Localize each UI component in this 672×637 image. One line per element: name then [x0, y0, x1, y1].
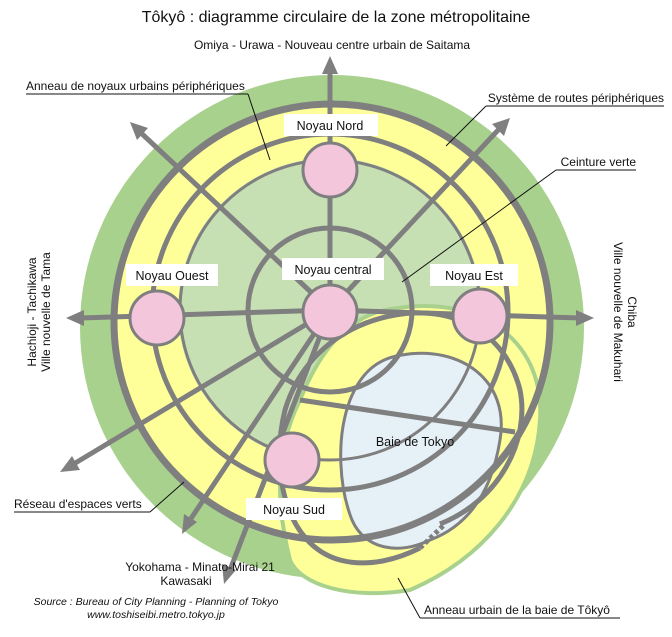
- direction-east-2: Ville nouvelle de Makuhari: [611, 242, 625, 382]
- core-east-label: Noyau Est: [445, 269, 503, 283]
- callout-ring-roads: Système de routes périphériques: [488, 91, 664, 105]
- direction-west-1: Hachioji - Tachikawa: [25, 257, 39, 366]
- core-south: [263, 431, 321, 489]
- core-east: [451, 287, 509, 345]
- direction-south-2: Kawasaki: [160, 574, 211, 588]
- direction-south-1: Yokohama - Minato-Mirai 21: [125, 560, 275, 574]
- callout-bay-ring: Anneau urbain de la baie de Tôkyô: [424, 603, 610, 617]
- direction-west-2: Ville nouvelle de Tama: [39, 252, 53, 372]
- callout-ring-cores: Anneau de noyaux urbains périphériques: [26, 79, 245, 93]
- core-north: [301, 141, 359, 199]
- callout-green-belt: Ceinture verte: [561, 155, 637, 169]
- core-west: [128, 289, 186, 347]
- leader-lines: [14, 93, 664, 619]
- callout-green-network: Réseau d'espaces verts: [14, 497, 142, 511]
- core-north-box: [284, 114, 378, 136]
- core-west-label: Noyau Ouest: [136, 269, 209, 283]
- core-south-label: Noyau Sud: [263, 503, 325, 517]
- core-central: [301, 283, 359, 341]
- bay-ring-dashed: [418, 522, 447, 550]
- core-west-box: [126, 264, 218, 286]
- direction-north: Omiya - Urawa - Nouveau centre urbain de…: [194, 38, 470, 52]
- core-south-box: [246, 498, 342, 520]
- core-east-box: [430, 264, 518, 286]
- core-central-box: [282, 258, 384, 280]
- road-arrowheads: [60, 56, 594, 584]
- source-line-1: Source : Bureau of City Planning - Plann…: [34, 596, 279, 608]
- diagram-title: Tôkyô : diagramme circulaire de la zone …: [142, 9, 531, 26]
- core-central-label: Noyau central: [294, 263, 371, 277]
- core-north-label: Noyau Nord: [297, 119, 364, 133]
- bay-label: Baie de Tokyo: [376, 435, 454, 449]
- direction-east-1: Chiba: [625, 296, 639, 328]
- source-line-2: www.toshiseibi.metro.tokyo.jp: [87, 609, 225, 621]
